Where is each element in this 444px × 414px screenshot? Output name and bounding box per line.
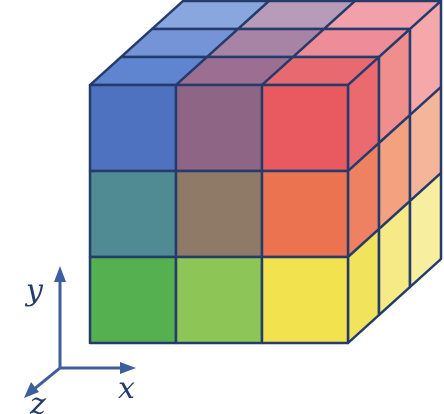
- front-cube-cell: [88, 169, 178, 259]
- front-cube-cell: [174, 169, 264, 259]
- x-axis-arrowhead: [120, 362, 136, 374]
- front-cube-cell: [88, 83, 178, 173]
- cube-front-face: [88, 83, 350, 345]
- side-cube-cell: [408, 171, 443, 289]
- z-axis-arrow: [32, 366, 61, 392]
- y-axis-arrowhead: [54, 266, 66, 282]
- z-axis-arrowhead: [24, 382, 39, 398]
- front-cube-cell: [260, 169, 350, 259]
- cube-right-face: [346, 0, 443, 345]
- cube-top-face: [88, 0, 443, 87]
- x-axis-label: x: [118, 371, 135, 406]
- front-cube-cell: [260, 83, 350, 173]
- coordinate-axes: y x z: [24, 266, 136, 414]
- front-cube-cell: [88, 255, 178, 345]
- front-cube-cell: [174, 255, 264, 345]
- front-cube-cell: [174, 83, 264, 173]
- front-cube-cell: [260, 255, 350, 345]
- y-axis-label: y: [24, 273, 44, 308]
- z-axis-label: z: [29, 387, 46, 414]
